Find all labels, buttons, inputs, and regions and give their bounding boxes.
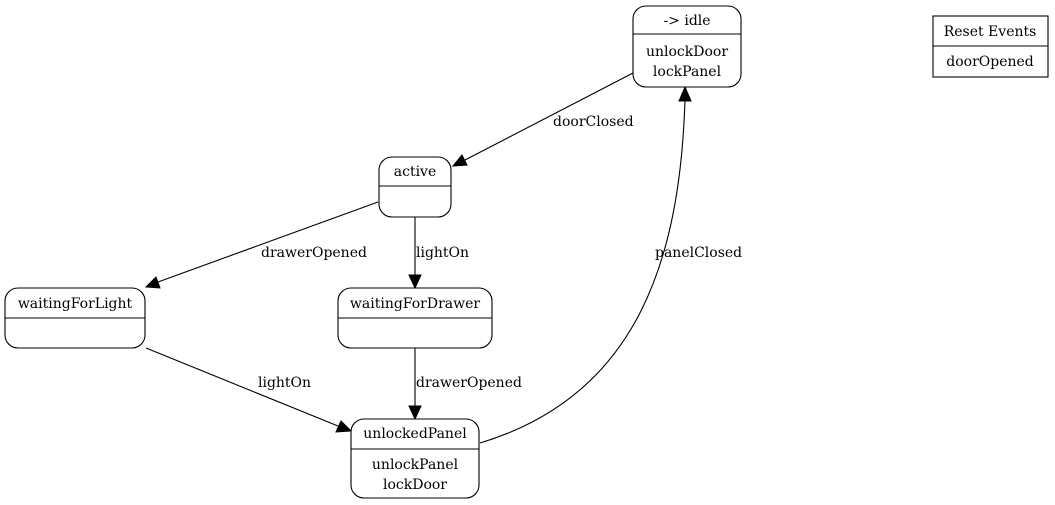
arrowhead: [335, 420, 353, 433]
state-name: unlockedPanel: [363, 426, 467, 442]
reset-events-box: Reset Events doorOpened: [932, 15, 1049, 78]
state-active: active: [378, 156, 452, 218]
state-box: [350, 418, 480, 499]
edge-line: [479, 99, 686, 444]
edge-label: drawerOpened: [261, 245, 367, 261]
state-name: active: [394, 164, 437, 180]
arrowhead: [144, 276, 161, 289]
state-action: unlockPanel: [372, 457, 459, 473]
reset-events-title: Reset Events: [944, 24, 1037, 40]
transition-active-waitingForDrawer: lightOn: [408, 217, 469, 290]
state-idle: -> idle unlockDoor lockPanel: [632, 5, 742, 88]
arrowhead: [408, 274, 422, 290]
state-waitingForLight: waitingForLight: [4, 287, 146, 349]
edge-line: [157, 201, 379, 283]
edge-line: [145, 347, 339, 427]
state-unlockedPanel: unlockedPanel unlockPanel lockDoor: [350, 418, 480, 499]
edge-label: lightOn: [416, 245, 469, 261]
reset-event-item: doorOpened: [946, 54, 1034, 70]
state-name: waitingForLight: [18, 296, 133, 312]
state-box: [378, 156, 452, 218]
transition-waitingForLight-unlockedPanel: lightOn: [145, 347, 353, 433]
edge-label: lightOn: [258, 375, 311, 391]
transition-unlockedPanel-idle: panelClosed: [479, 85, 742, 444]
state-action: lockPanel: [653, 64, 722, 80]
state-waitingForDrawer: waitingForDrawer: [337, 287, 493, 349]
arrowhead: [451, 154, 468, 167]
edge-label: drawerOpened: [416, 375, 522, 391]
state-name: -> idle: [663, 13, 710, 29]
arrowhead: [678, 85, 692, 102]
state-action: unlockDoor: [646, 44, 728, 60]
state-name: waitingForDrawer: [350, 296, 480, 312]
edge-label: panelClosed: [655, 245, 742, 261]
state-box: [632, 5, 742, 88]
transition-active-waitingForLight: drawerOpened: [144, 201, 379, 289]
edge-line: [464, 72, 634, 161]
transition-waitingForDrawer-unlockedPanel: drawerOpened: [408, 348, 522, 421]
state-action: lockDoor: [383, 477, 447, 493]
arrowhead: [408, 405, 422, 421]
transition-idle-active: doorClosed: [451, 72, 634, 167]
edge-label: doorClosed: [553, 114, 634, 130]
